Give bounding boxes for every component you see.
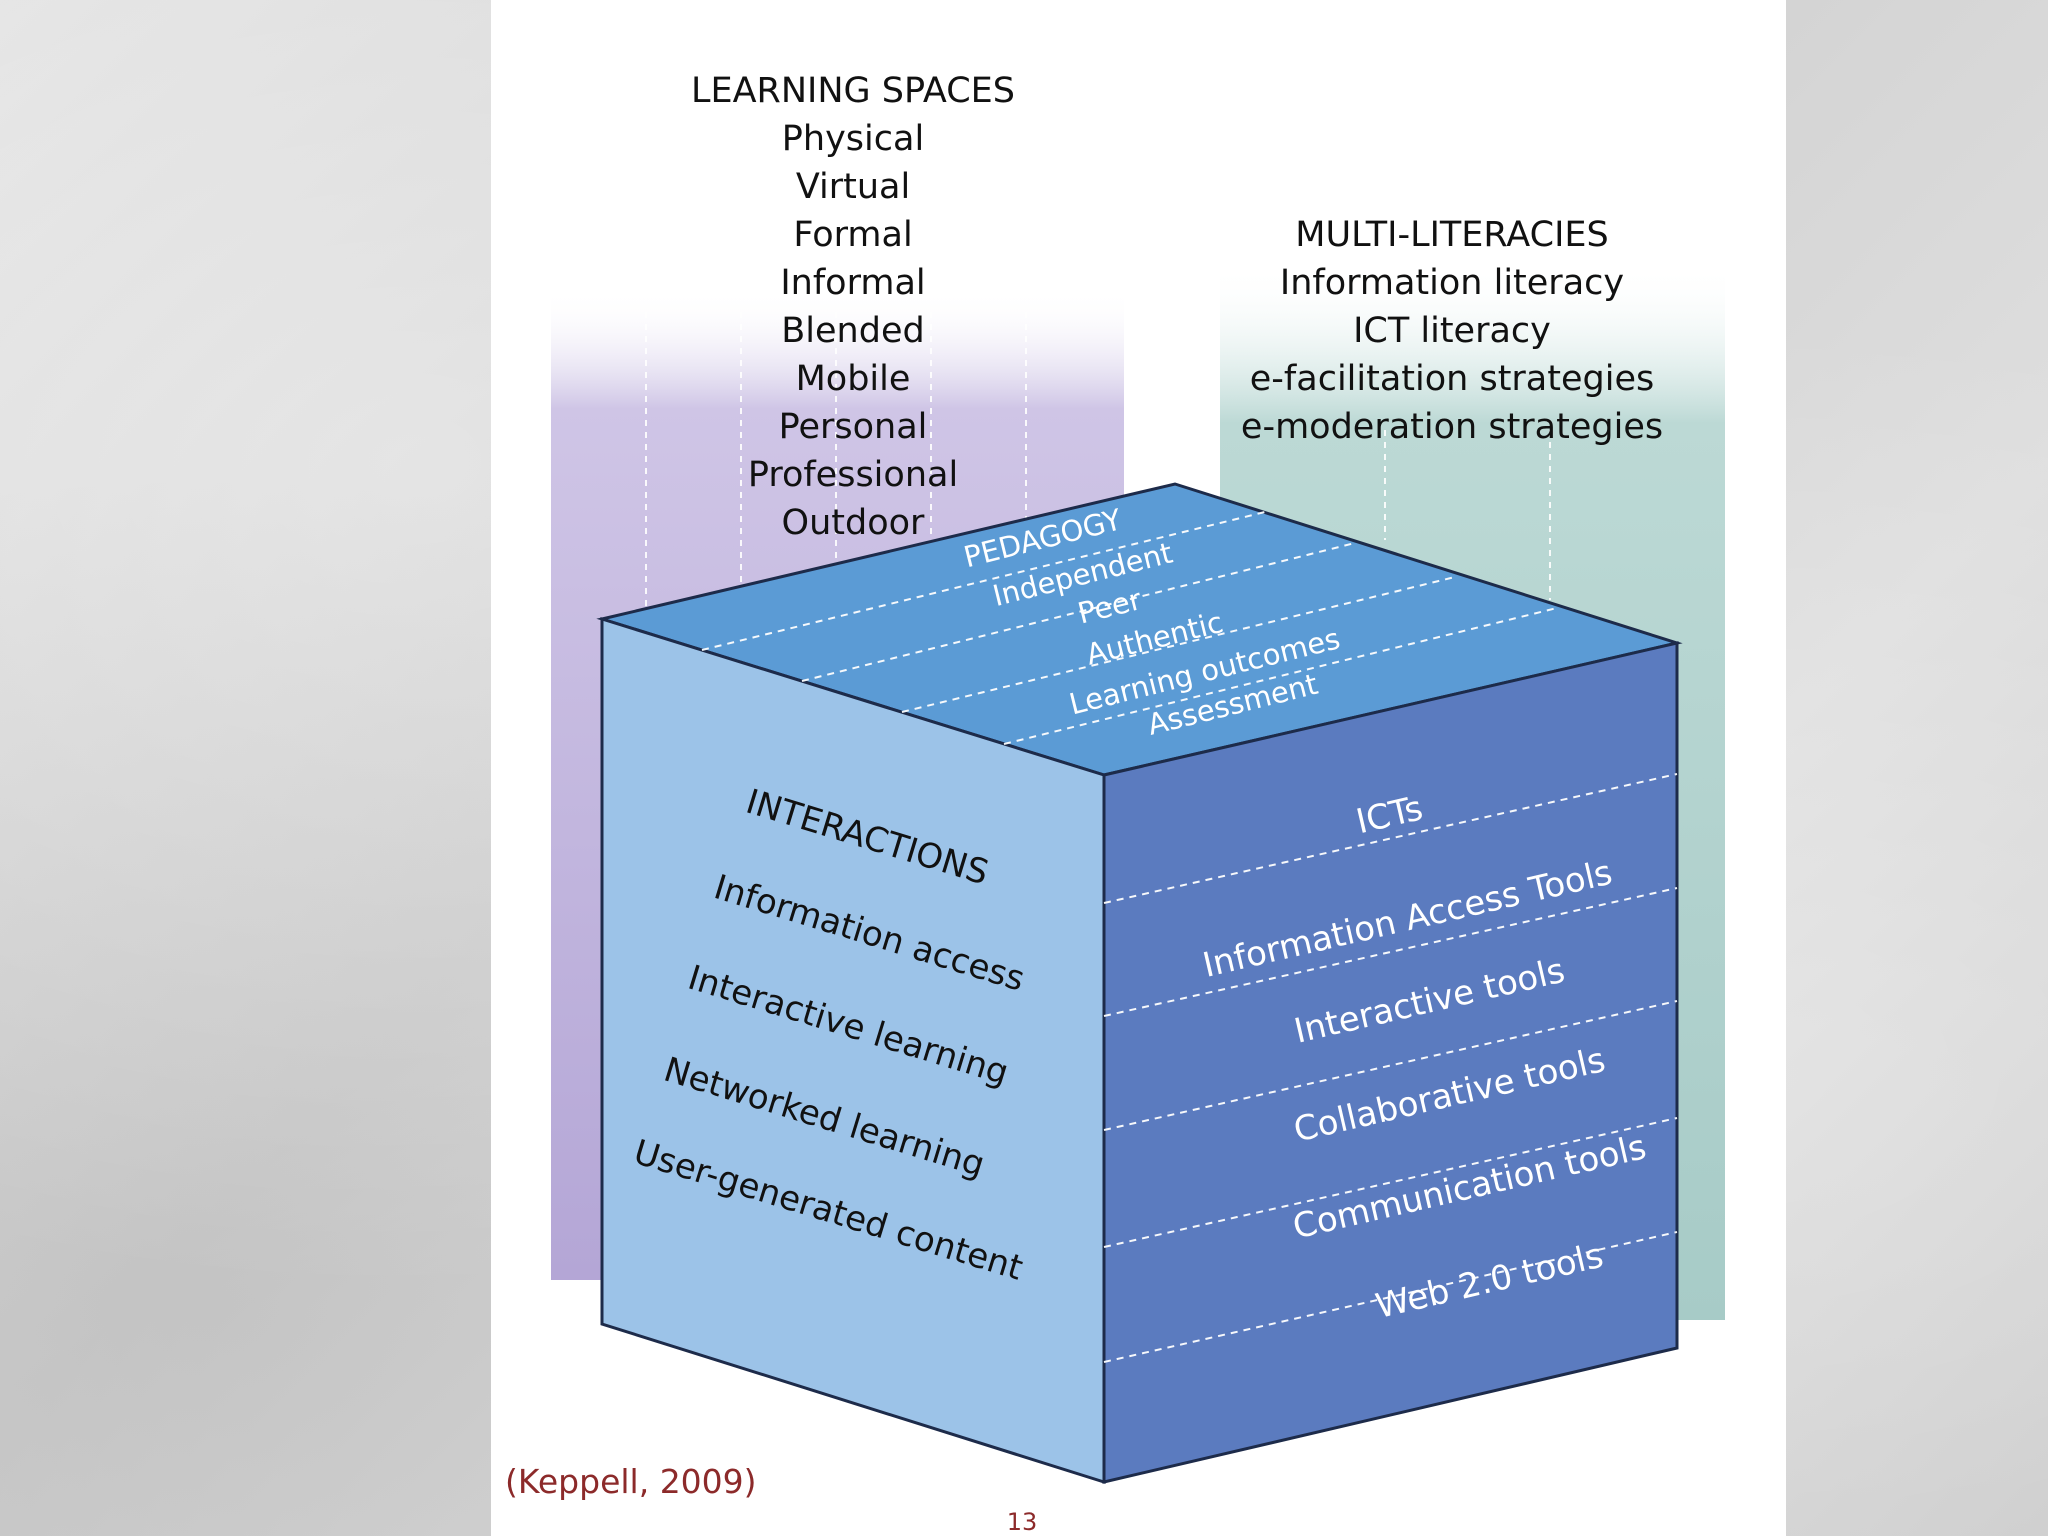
learning-space-item: Blended	[781, 311, 924, 351]
citation: (Keppell, 2009)	[505, 1462, 757, 1501]
learning-space-item: Virtual	[796, 167, 910, 207]
learning-space-item: Personal	[779, 407, 928, 447]
multi-literacy-item: ICT literacy	[1353, 311, 1551, 351]
multi-literacy-item: Information literacy	[1280, 263, 1624, 303]
cube: PEDAGOGY Independent Peer Authentic Lear…	[596, 482, 1683, 1485]
learning-space-item: Outdoor	[782, 503, 925, 543]
page-number: 13	[1007, 1508, 1038, 1536]
learning-space-item: Formal	[793, 215, 912, 255]
multi-literacies-text: MULTI-LITERACIES Information literacy IC…	[1241, 215, 1663, 447]
multi-literacy-item: e-facilitation strategies	[1250, 359, 1654, 399]
multi-literacies-title: MULTI-LITERACIES	[1295, 215, 1608, 255]
learning-space-item: Professional	[748, 455, 958, 495]
learning-space-item: Mobile	[796, 359, 911, 399]
learning-spaces-title: LEARNING SPACES	[691, 71, 1015, 111]
learning-space-item: Informal	[780, 263, 925, 303]
multi-literacy-item: e-moderation strategies	[1241, 407, 1663, 447]
learning-space-item: Physical	[782, 119, 924, 159]
learning-spaces-text: LEARNING SPACES Physical Virtual Formal …	[691, 71, 1015, 543]
